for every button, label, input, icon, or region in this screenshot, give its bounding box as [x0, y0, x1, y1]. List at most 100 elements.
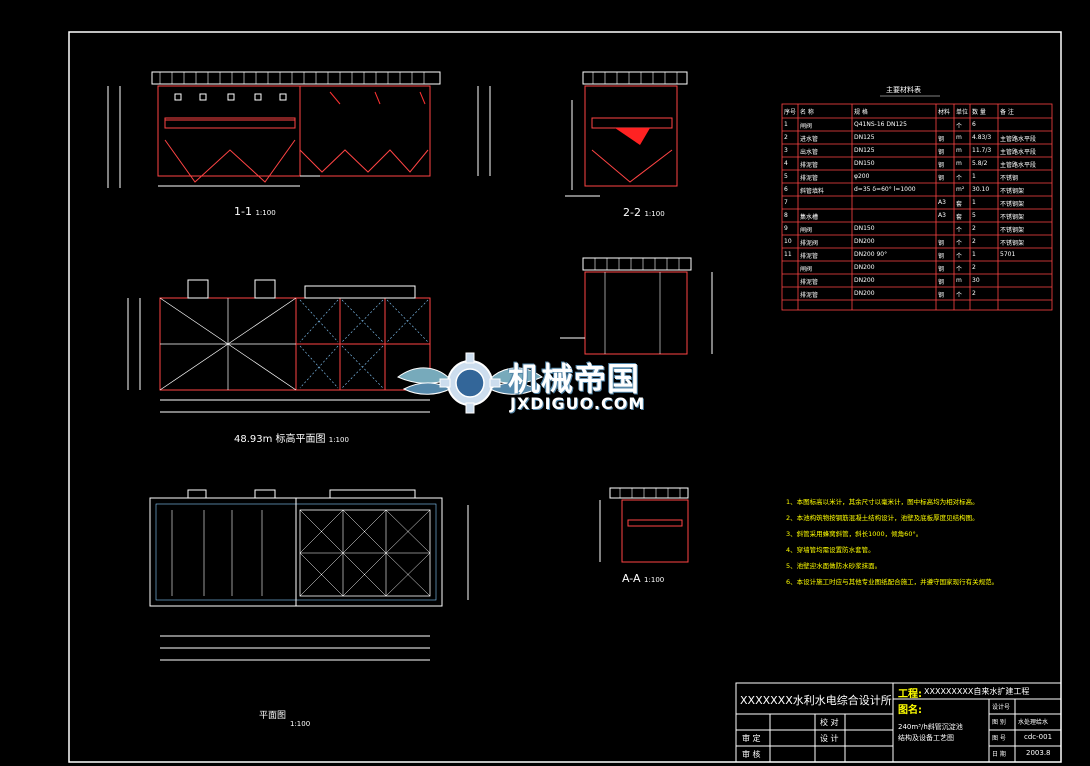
- check-row-1: 校 对: [820, 718, 839, 727]
- table-cell: 套: [956, 201, 963, 208]
- table-cell: 6: [784, 186, 788, 193]
- table-cell: A3: [938, 212, 946, 219]
- table-cell: 2: [972, 290, 976, 297]
- table-cell: 钢: [938, 292, 945, 299]
- table-cell: 不锈钢架: [1000, 214, 1025, 221]
- table-cell: m²: [956, 186, 965, 193]
- project-name: XXXXXXXXX自来水扩建工程: [924, 687, 1030, 696]
- plan-name: 平面图: [259, 711, 287, 721]
- table-cell: 6: [972, 121, 976, 128]
- table-cell: DN150: [854, 225, 875, 232]
- table-cell: 2: [972, 225, 976, 232]
- right-label-2: 图 别: [992, 719, 1006, 726]
- plan-label: 平面图: [259, 708, 286, 721]
- table-cell: DN200: [854, 264, 875, 271]
- table-cell: 排泥管: [800, 162, 819, 169]
- table-cell: 30.10: [972, 186, 990, 193]
- table-cell: DN125: [854, 147, 875, 154]
- review-row-1: 审 定: [742, 734, 761, 743]
- table-cell: 斜管填料: [800, 188, 825, 195]
- table-cell: 个: [956, 175, 963, 182]
- table-cell: 闸阀: [800, 123, 813, 130]
- table-cell: 1: [972, 173, 976, 180]
- table-cell: 不锈钢架: [1000, 201, 1025, 208]
- table-cell: 闸阀: [800, 266, 813, 273]
- table-cell: DN200: [854, 277, 875, 284]
- table-cell: m: [956, 277, 962, 284]
- table-cell: 钢: [938, 175, 945, 182]
- table-cell: 4: [784, 160, 788, 167]
- table-cell: DN200: [854, 290, 875, 297]
- table-cell: 10: [784, 238, 792, 245]
- drawing-name-2: 结构及设备工艺图: [898, 734, 954, 742]
- table-cell: A3: [938, 199, 946, 206]
- table-header-cell: 备 注: [1000, 109, 1014, 116]
- note-line: 4、穿墙管均需设置防水套管。: [786, 546, 875, 554]
- table-cell: 不锈钢: [1000, 175, 1019, 182]
- elevation-drawing: [127, 279, 431, 413]
- note-line: 3、斜管采用蜂窝斜管，斜长1000，倾角60°。: [786, 530, 923, 538]
- table-cell: 主管路水平段: [1000, 162, 1037, 169]
- table-cell: 主管路水平段: [1000, 136, 1037, 143]
- table-cell: 不锈钢架: [1000, 188, 1025, 195]
- table-cell: 排泥管: [800, 279, 819, 286]
- table-cell: 11: [784, 251, 792, 258]
- watermark-logo-graphic: [397, 352, 543, 414]
- table-cell: d=35 δ=60° l=1000: [854, 186, 916, 193]
- table-cell: 出水管: [800, 149, 819, 156]
- table-cell: 个: [956, 253, 963, 260]
- table-cell: 9: [784, 225, 788, 232]
- section-middle-right-drawing: [560, 257, 713, 355]
- table-header-cell: 数 量: [972, 109, 986, 116]
- table-cell: 钢: [938, 162, 945, 169]
- table-cell: 30: [972, 277, 980, 284]
- table-cell: 7: [784, 199, 788, 206]
- table-cell: 套: [956, 214, 963, 221]
- note-line: 6、本设计施工时应与其他专业图纸配合施工，并遵守国家现行有关规范。: [786, 578, 999, 586]
- elevation-name: 48.93m 标高平面图: [234, 434, 326, 445]
- table-cell: 不锈钢架: [1000, 240, 1025, 247]
- elevation-scale: 1:100: [328, 436, 349, 444]
- table-cell: 主管路水平段: [1000, 149, 1037, 156]
- drawing-label: 图名:: [898, 705, 922, 716]
- section-a-a-label: A-A 1:100: [622, 572, 664, 585]
- section-2-2-name: 2-2: [623, 206, 641, 219]
- table-cell: m: [956, 134, 962, 141]
- table-cell: m: [956, 160, 962, 167]
- table-cell: 2: [972, 238, 976, 245]
- watermark: 机械帝国 JXDIGUO.COM: [398, 348, 698, 418]
- table-cell: 5: [972, 212, 976, 219]
- drawing-name: 240m³/h斜管沉淀池: [898, 723, 963, 731]
- table-cell: 钢: [938, 266, 945, 273]
- table-cell: 钢: [938, 149, 945, 156]
- table-cell: 5.8/2: [972, 160, 988, 167]
- table-cell: 1: [972, 199, 976, 206]
- right-label-4: 日 期: [992, 751, 1006, 758]
- section-2-2-label: 2-2 1:100: [623, 206, 665, 219]
- note-line: 5、池壁迎水面做防水砂浆抹面。: [786, 562, 882, 570]
- table-cell: 2: [784, 134, 788, 141]
- section-1-1-label: 1-1 1:100: [234, 205, 276, 218]
- table-cell: 个: [956, 227, 963, 234]
- title-block-grid: [735, 682, 1062, 763]
- table-cell: 钢: [938, 240, 945, 247]
- table-cell: 4.83/3: [972, 134, 992, 141]
- plan-scale: 1:100: [290, 720, 311, 728]
- table-cell: 个: [956, 123, 963, 130]
- company-name: XXXXXXX水利水电综合设计所: [740, 694, 892, 707]
- section-1-1-details: [174, 91, 426, 105]
- table-cell: DN200 90°: [854, 251, 888, 258]
- section-1-1-drawing: [107, 71, 491, 188]
- right-value-3: cdc-001: [1024, 733, 1053, 741]
- section-a-a-name: A-A: [622, 572, 641, 585]
- table-cell: Q41NS-16 DN125: [854, 121, 907, 128]
- table-cell: 8: [784, 212, 788, 219]
- right-label-3: 图 号: [992, 735, 1006, 742]
- table-cell: DN150: [854, 160, 875, 167]
- table-cell: 进水管: [800, 136, 819, 143]
- watermark-subtitle: JXDIGUO.COM: [510, 394, 646, 413]
- section-1-1-scale: 1:100: [255, 209, 276, 217]
- table-cell: 1: [972, 251, 976, 258]
- table-cell: 闸阀: [800, 227, 813, 234]
- section-2-2-fill: [615, 128, 650, 145]
